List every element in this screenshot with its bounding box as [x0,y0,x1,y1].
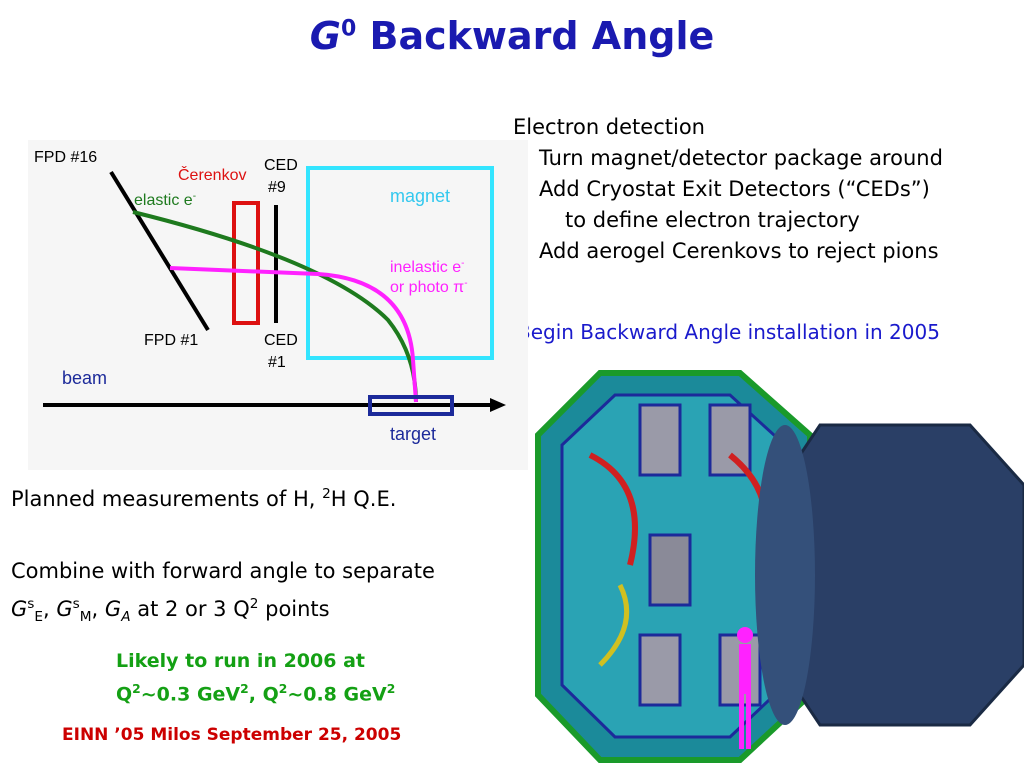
likely-to-run-text: Likely to run in 2006 at Q2~0.3 GeV2, Q2… [116,647,395,708]
ced9-label-b: #9 [268,179,286,196]
fpd-detector-line [109,170,210,332]
beam-arrow-head [490,398,506,412]
electron-heading: Electron detection [513,115,705,139]
elastic-trajectory [132,210,418,403]
electron-line-4: Add aerogel Cerenkovs to reject pions [539,239,939,263]
cerenkov-box [232,201,260,325]
magnet-box [306,166,494,360]
electron-line-3: to define electron trajectory [565,208,860,232]
likely-line-1: Likely to run in 2006 at [116,650,365,672]
detector-schematic-diagram: FPD #16 Čerenkov CED #9 elastic e- magne… [28,140,528,470]
ced1-label-a: CED [264,332,298,349]
electron-detection-list: Electron detection Turn magnet/detector … [513,112,943,267]
electron-line-1: Turn magnet/detector package around [539,146,943,170]
fpd16-label: FPD #16 [34,149,97,166]
detector-3d-render [530,365,1024,768]
fpd1-label: FPD #1 [144,332,198,349]
ced9-label-a: CED [264,157,298,174]
target-box [368,395,454,416]
magnet-label: magnet [390,186,450,206]
slide-title: G0 Backward Angle [309,14,715,58]
inelastic-trajectory [169,266,418,403]
slide-footer: EINN ’05 Milos September 25, 2005 [62,725,402,745]
magnet-disk [778,423,1024,727]
elastic-label: elastic e- [134,191,196,209]
ced1-label-b: #1 [268,354,286,371]
combine-text: Combine with forward angle to separate G… [11,555,435,634]
beam-label: beam [62,368,107,388]
person-figure [737,627,753,749]
cerenkov-label: Čerenkov [178,165,246,184]
electron-line-2: Add Cryostat Exit Detectors (“CEDs”) [539,177,930,201]
begin-installation-text: Begin Backward Angle installation in 200… [517,320,940,344]
planned-measurements-text: Planned measurements of H, 2H Q.E. [11,486,397,511]
combine-line-1: Combine with forward angle to separate [11,559,435,583]
inelastic-label-2: or photo π- [390,278,468,296]
combine-line-2: GsE, GsM, GA at 2 or 3 Q2 points [11,596,330,626]
inelastic-label-1: inelastic e- [390,258,465,276]
target-label: target [390,424,436,444]
likely-line-2: Q2~0.3 GeV2, Q2~0.8 GeV2 [116,682,396,706]
